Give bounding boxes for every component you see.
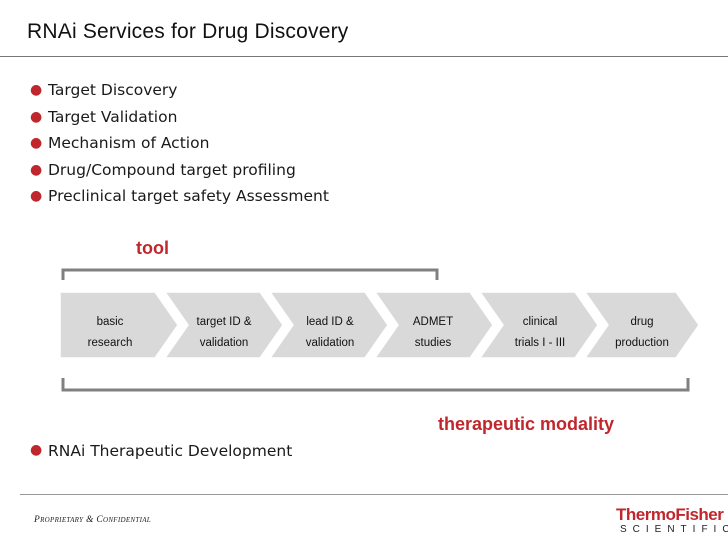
stage-label: target ID & — [197, 316, 252, 328]
stage-label: drug — [630, 316, 653, 328]
stage-label: lead ID & — [306, 316, 354, 328]
bullet-icon: ● — [30, 82, 43, 98]
stage-target-id-chevron — [163, 291, 284, 359]
stage-basic-research-chevron — [59, 291, 179, 359]
bullet-icon: ● — [30, 135, 43, 151]
stage-label: ADMET — [413, 316, 453, 328]
bullet-list: ● Target Discovery ● Target Validation ● Me… — [30, 77, 329, 210]
pipeline-stages — [59, 291, 700, 359]
bullet-icon: ● — [30, 161, 43, 178]
bullet-text: RNAi Therapeutic Development — [48, 442, 293, 460]
bullet-item: ● Target Validation — [30, 104, 329, 131]
stage-label: production — [615, 337, 669, 349]
bullet-icon: ● — [30, 188, 43, 204]
logo-subtitle: SCIENTIFIC — [620, 524, 728, 535]
stage-label: basic — [97, 316, 124, 328]
bullet-text: Preclinical target safety Assessment — [48, 187, 329, 205]
stage-label: clinical — [523, 316, 558, 328]
tool-bracket — [61, 268, 439, 280]
therapeutic-modality-label: therapeutic modality — [438, 414, 615, 434]
stage-clinical-chevron — [478, 291, 599, 359]
confidential-notice: Proprietary & Confidential — [34, 515, 151, 525]
stage-label: studies — [415, 337, 452, 349]
logo-wordmark: ThermoFisher — [616, 505, 724, 524]
stage-lead-id-chevron — [268, 291, 389, 359]
bullet-text: Target Discovery — [48, 81, 178, 99]
bullet-text: Target Validation — [48, 107, 178, 126]
bullet-item: ● Preclinical target safety Assessment — [30, 183, 329, 210]
tool-label: tool — [136, 238, 169, 258]
bullet-icon: ● — [30, 108, 43, 125]
stage-admet-chevron — [373, 291, 494, 359]
slide-title: RNAi Services for Drug Discovery — [27, 20, 349, 43]
therapeutic-bracket — [61, 378, 690, 392]
stage-drug-production-chevron — [583, 291, 700, 359]
stage-label: research — [88, 337, 133, 349]
thermo-fisher-logo: ThermoFisher SCIENTIFIC — [616, 505, 728, 536]
bullet-text: Drug/Compound target profiling — [48, 160, 296, 179]
title-divider — [0, 56, 728, 57]
stage-label: validation — [200, 337, 249, 349]
bullet-item: ● RNAi Therapeutic Development — [30, 442, 292, 460]
bullet-item: ● Drug/Compound target profiling — [30, 157, 329, 184]
stage-label: trials I - III — [515, 337, 565, 349]
stage-labels: basic research target ID & validation le… — [88, 316, 669, 349]
bullet-item: ● Mechanism of Action — [30, 130, 329, 157]
footer-divider — [20, 494, 728, 495]
bullet-icon: ● — [30, 442, 43, 458]
stage-label: validation — [306, 337, 355, 349]
bullet-text: Mechanism of Action — [48, 134, 210, 152]
bullet-item: ● Target Discovery — [30, 77, 329, 104]
